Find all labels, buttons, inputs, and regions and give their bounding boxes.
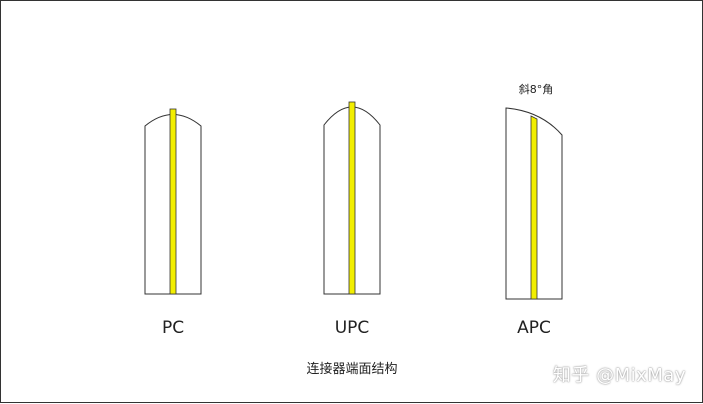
apc-connector [505,107,563,300]
watermark: 知乎 @MixMay [552,365,686,386]
apc-fiber-core [530,115,538,300]
pc-connector [144,108,202,295]
apc-label: APC [517,318,551,338]
upc-connector [323,101,381,295]
pc-fiber-core [169,108,177,295]
pc-label: PC [161,318,185,338]
diagram-caption: 连接器端面结构 [306,362,398,377]
apc-angle-note: 斜8°角 [518,83,554,96]
upc-fiber-core [348,101,356,295]
upc-label: UPC [334,318,370,338]
